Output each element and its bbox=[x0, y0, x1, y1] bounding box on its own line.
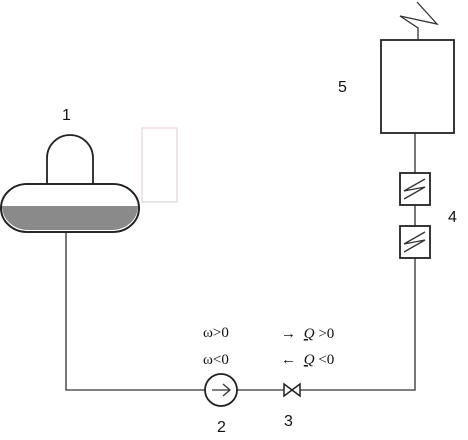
label-heat-exchanger: 4 bbox=[448, 209, 457, 226]
pump bbox=[204, 373, 238, 407]
pump-arrow-head bbox=[222, 383, 231, 397]
tank bbox=[0, 134, 140, 233]
label-load: 5 bbox=[338, 79, 347, 96]
heat-exchanger-lower bbox=[399, 225, 431, 259]
annotation-flow-negative: ← Q <0 bbox=[281, 352, 334, 368]
load bbox=[380, 1, 455, 134]
label-pump: 2 bbox=[217, 419, 226, 436]
heat-exchanger-lower-zigzag bbox=[403, 231, 426, 253]
label-valve: 3 bbox=[284, 413, 293, 430]
heat-exchanger-upper-zigzag bbox=[403, 178, 426, 200]
load-zigzag-icon bbox=[399, 1, 439, 40]
annotation-omega-negative: ω<0 bbox=[203, 352, 229, 368]
label-tank: 1 bbox=[62, 107, 71, 124]
flow-negative-condition: <0 bbox=[318, 352, 334, 368]
pipe-network bbox=[65, 133, 416, 391]
pipe-tank-to-pump bbox=[65, 232, 205, 391]
flow-negative-variable: Q bbox=[304, 352, 315, 368]
heat-exchanger bbox=[399, 172, 431, 259]
load-box bbox=[380, 39, 455, 134]
flow-positive-arrow: → bbox=[281, 326, 296, 342]
valve bbox=[283, 382, 301, 398]
annotation-flow-positive: → Q >0 bbox=[281, 326, 334, 342]
tank-dome bbox=[46, 134, 94, 184]
flow-positive-condition: >0 bbox=[318, 326, 334, 342]
flow-positive-variable: Q bbox=[304, 326, 315, 342]
tank-liquid bbox=[1, 206, 139, 230]
placeholder-box bbox=[141, 127, 178, 203]
tank-body-outline bbox=[0, 183, 140, 233]
valve-symbol bbox=[283, 382, 301, 398]
annotation-omega-positive: ω>0 bbox=[203, 325, 229, 341]
flow-negative-arrow: ← bbox=[281, 352, 296, 368]
pipe-valve-to-exchanger bbox=[300, 258, 416, 391]
